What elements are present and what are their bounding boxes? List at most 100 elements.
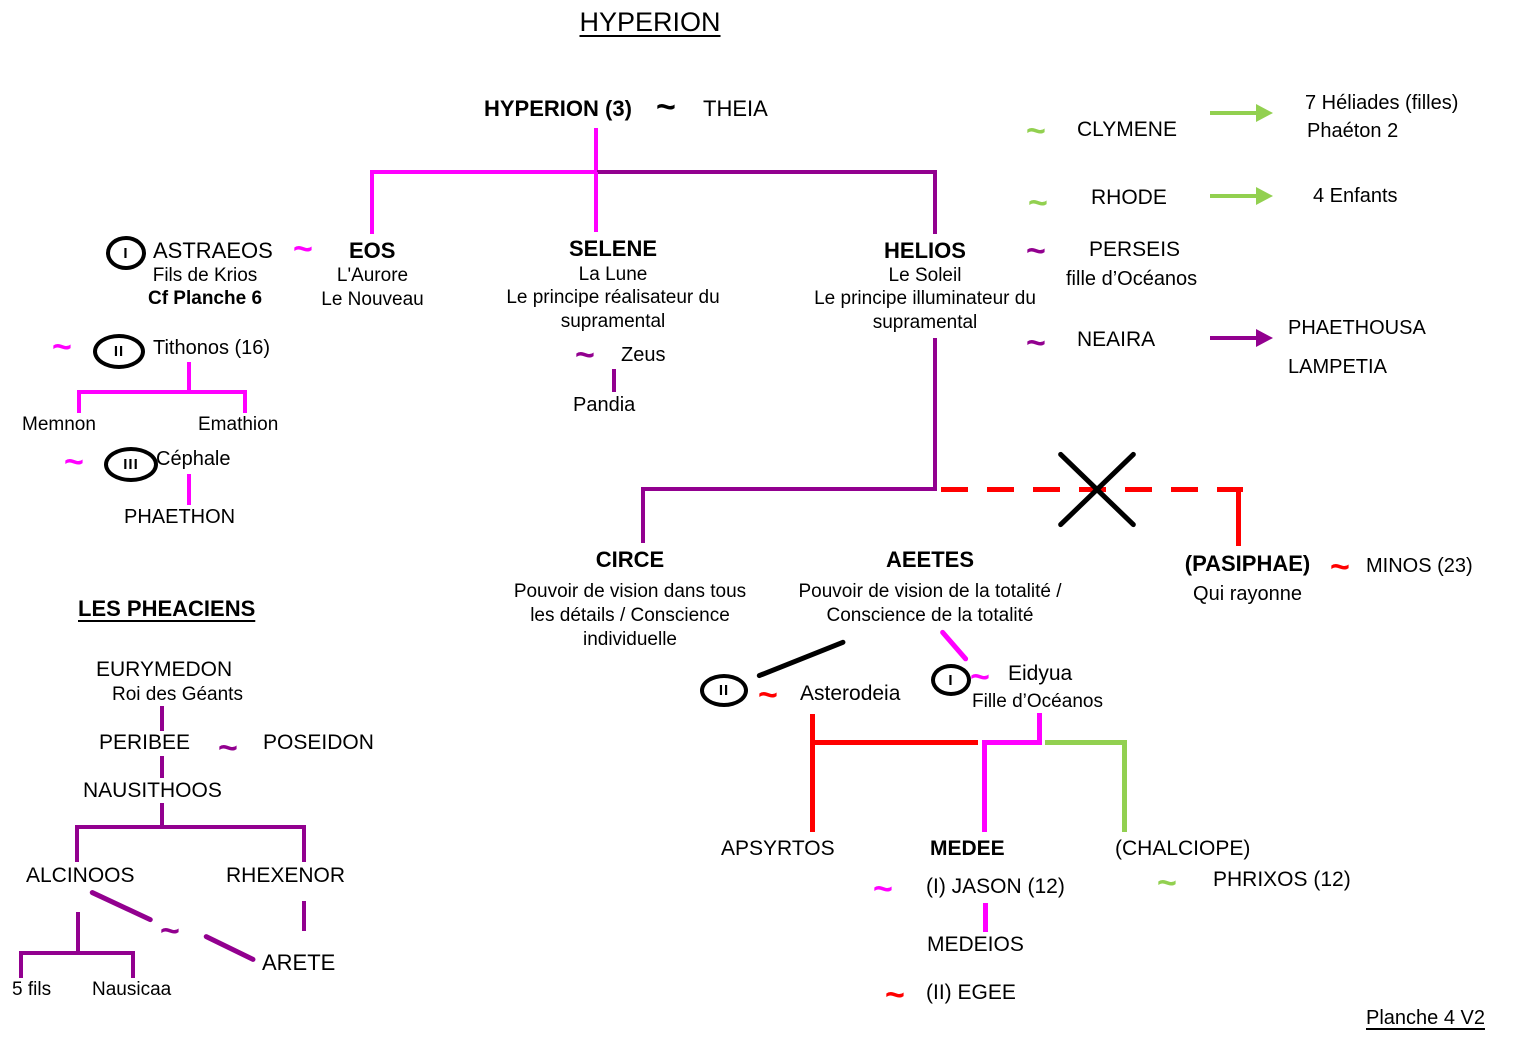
person-asterodeia: Asterodeia [800, 682, 901, 705]
person-medee: MEDEE [930, 837, 1005, 860]
line-to-emathion [243, 390, 247, 413]
subtitle-aeetes-2: Conscience de la totalité [826, 605, 1034, 626]
person-emathion: Emathion [198, 414, 279, 435]
line-bracket-left [370, 170, 597, 174]
union-tilde-hyperion-theia: ~ [656, 88, 676, 126]
line-tithonos-down [187, 362, 191, 390]
subtitle-helios-1: Le Soleil [888, 265, 962, 286]
person-theia: THEIA [703, 96, 768, 121]
person-nausithoos: NAUSITHOOS [83, 779, 222, 802]
person-poseidon: POSEIDON [263, 731, 374, 754]
line-bracket-right [597, 170, 937, 174]
subtitle-astraeos-2: Cf Planche 6 [147, 288, 263, 309]
union-tilde-helios-neaira: ~ [1026, 324, 1046, 362]
person-nausicaa: Nausicaa [92, 979, 172, 1000]
person-alcinoos: ALCINOOS [26, 864, 135, 887]
rank-badge-cephale: III [104, 447, 158, 482]
line-helios-children [641, 487, 937, 491]
person-eidyua: Eidyua [1008, 662, 1073, 685]
line-to-rhexenor [302, 825, 306, 862]
person-phaethon: PHAETHON [124, 506, 236, 528]
subtitle-eurymedon: Roi des Géants [112, 684, 243, 705]
line-hyperion-down [594, 128, 598, 172]
person-neaira: NEAIRA [1077, 328, 1156, 351]
union-tilde-helios-perseis: ~ [1026, 232, 1046, 270]
person-hyperion: HYPERION (3) [484, 96, 632, 121]
person-aeetes: AEETES [885, 547, 975, 572]
person-medeios: MEDEIOS [927, 933, 1024, 956]
line-to-helios [933, 170, 937, 234]
line-aeetes-eidyua [939, 628, 970, 663]
subtitle-helios-3: supramental [872, 312, 978, 333]
rank-asterodeia: II [718, 682, 730, 699]
line-to-memnon [77, 390, 81, 413]
person-peribee: PERIBEE [99, 731, 191, 754]
line-to-pasiphae [1236, 489, 1241, 546]
result-neaira-2: LAMPETIA [1288, 356, 1387, 378]
union-tilde-helios-clymene: ~ [1026, 112, 1046, 150]
union-tilde-pasiphae-minos: ~ [1330, 548, 1350, 586]
person-rhexenor: RHEXENOR [226, 864, 346, 887]
person-five-sons: 5 fils [12, 979, 52, 1000]
union-tilde-medee-egee: ~ [885, 976, 905, 1014]
person-egee: (II) EGEE [926, 981, 1016, 1004]
person-minos: MINOS (23) [1366, 555, 1473, 577]
subtitle-helios-2: Le principe illuminateur du [814, 288, 1036, 309]
subtitle-eidyua: Fille d’Océanos [972, 691, 1103, 712]
person-selene: SELENE [568, 236, 658, 261]
union-tilde-helios-rhode: ~ [1028, 184, 1048, 222]
person-eos: EOS [349, 238, 396, 263]
subtitle-astraeos-1: Fils de Krios [152, 265, 258, 286]
arrow-neaira-line [1210, 336, 1258, 340]
line-nausithoos-down [160, 803, 164, 827]
union-tilde-medee-jason: ~ [873, 870, 893, 908]
subtitle-perseis: fille d’Océanos [1066, 268, 1198, 290]
rank-badge-astraeos: I [106, 236, 146, 270]
person-circe: CIRCE [595, 547, 665, 572]
line-alcinoos-bracket [19, 951, 135, 955]
line-asterodeia-branch [810, 740, 978, 745]
union-tilde-eos-tithonos: ~ [52, 328, 72, 366]
rank-badge-tithonos: II [93, 334, 145, 369]
person-memnon: Memnon [22, 414, 96, 435]
rank-eidyua: I [948, 671, 954, 689]
line-to-five-sons [19, 951, 23, 978]
line-to-circe [641, 487, 645, 543]
line-to-alcinoos [75, 825, 79, 862]
line-to-selene [594, 172, 598, 232]
person-zeus: Zeus [621, 344, 666, 366]
person-apsyrtos: APSYRTOS [721, 837, 835, 860]
union-tilde-aeetes-asterodeia: ~ [758, 676, 778, 714]
subtitle-selene-1: La Lune [578, 264, 648, 285]
person-astraeos: ASTRAEOS [153, 238, 273, 263]
person-clymene: CLYMENE [1077, 118, 1177, 141]
line-tithonos-bracket [77, 390, 247, 394]
rank-astraeos: I [123, 244, 129, 262]
subtitle-eos-2: Le Nouveau [321, 289, 424, 310]
union-tilde-chalciope-phrixos: ~ [1157, 864, 1177, 902]
person-helios: HELIOS [884, 238, 966, 263]
line-to-eos [370, 170, 374, 234]
rank-badge-asterodeia: II [700, 674, 748, 707]
plate-label: Planche 4 V2 [1366, 1007, 1485, 1029]
arrow-rhode-line [1210, 194, 1258, 198]
union-tilde-selene-zeus: ~ [575, 336, 595, 374]
line-helios-down [933, 338, 937, 489]
line-jason-down [983, 903, 988, 932]
line-nausithoos-bracket [75, 825, 306, 829]
line-to-chalciope [1122, 740, 1127, 832]
person-eurymedon: EURYMEDON [96, 658, 233, 681]
result-clymene-1: 7 Héliades (filles) [1305, 92, 1459, 114]
result-neaira-1: PHAETHOUSA [1288, 317, 1426, 339]
union-tilde-aeetes-eidyua: ~ [970, 658, 990, 696]
arrow-rhode-head [1256, 187, 1273, 205]
subtitle-circe-1: Pouvoir de vision dans tous [513, 581, 747, 602]
person-arete: ARETE [262, 950, 336, 975]
line-to-nausicaa [131, 951, 135, 978]
line-union-arete [202, 933, 257, 963]
line-eidyua-jog [982, 740, 1042, 745]
arrow-neaira-head [1256, 329, 1273, 347]
line-alcinoos-down [76, 912, 80, 953]
person-pasiphae: (PASIPHAE) [1184, 551, 1311, 576]
person-perseis: PERSEIS [1089, 238, 1181, 261]
